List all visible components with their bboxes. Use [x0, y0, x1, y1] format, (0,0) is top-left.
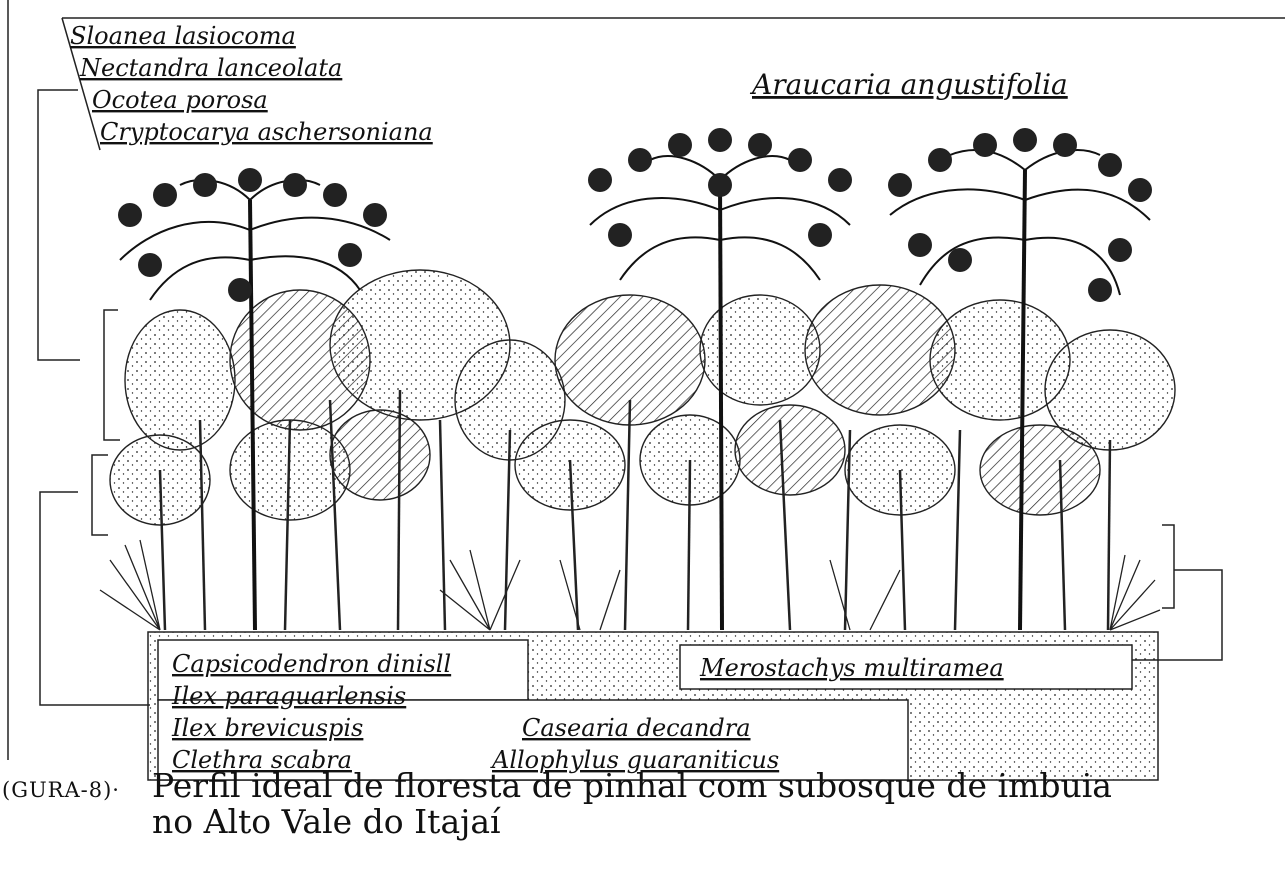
label-sloanea: Sloanea lasiocoma [70, 22, 296, 50]
caption-figure-number: (GURA-8)· [2, 778, 120, 802]
label-capsicodendron: Capsicodendron dinisll [172, 650, 451, 678]
caption-line-2: no Alto Vale do Itajaí [152, 802, 501, 841]
label-casearia: Casearia decandra [522, 714, 751, 742]
label-ilex-paraguarlensis: Ilex paraguarlensis [171, 682, 406, 710]
caption-line-1: Perfil ideal de floresta de pinhal com s… [152, 766, 1112, 805]
label-ilex-brevicuspis: Ilex brevicuspis [171, 714, 363, 742]
canopy-layer [110, 270, 1175, 525]
bamboo-understory [100, 540, 1160, 630]
label-araucaria: Araucaria angustifolia [749, 68, 1068, 101]
label-cryptocarya: Cryptocarya aschersoniana [100, 118, 433, 146]
label-nectandra: Nectandra lanceolata [79, 54, 342, 82]
label-ocotea: Ocotea porosa [92, 86, 268, 114]
label-merostachys: Merostachys multiramea [699, 654, 1004, 682]
